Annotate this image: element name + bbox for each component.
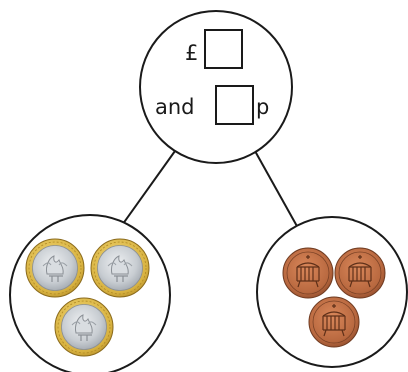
and-label: and: [155, 95, 195, 119]
connector-right: [254, 150, 299, 229]
one-pound-coin: [90, 238, 150, 298]
pounds-answer-box[interactable]: [204, 29, 243, 69]
one-penny-coin: [334, 247, 386, 299]
one-pound-coin: [25, 238, 85, 298]
pence-symbol: p: [256, 95, 269, 119]
pounds-symbol: £: [185, 41, 198, 65]
one-pound-coin: [54, 297, 114, 357]
one-penny-coin: [308, 296, 360, 348]
connector-left: [119, 150, 176, 229]
one-penny-coin: [282, 247, 334, 299]
pence-answer-box[interactable]: [215, 85, 254, 125]
